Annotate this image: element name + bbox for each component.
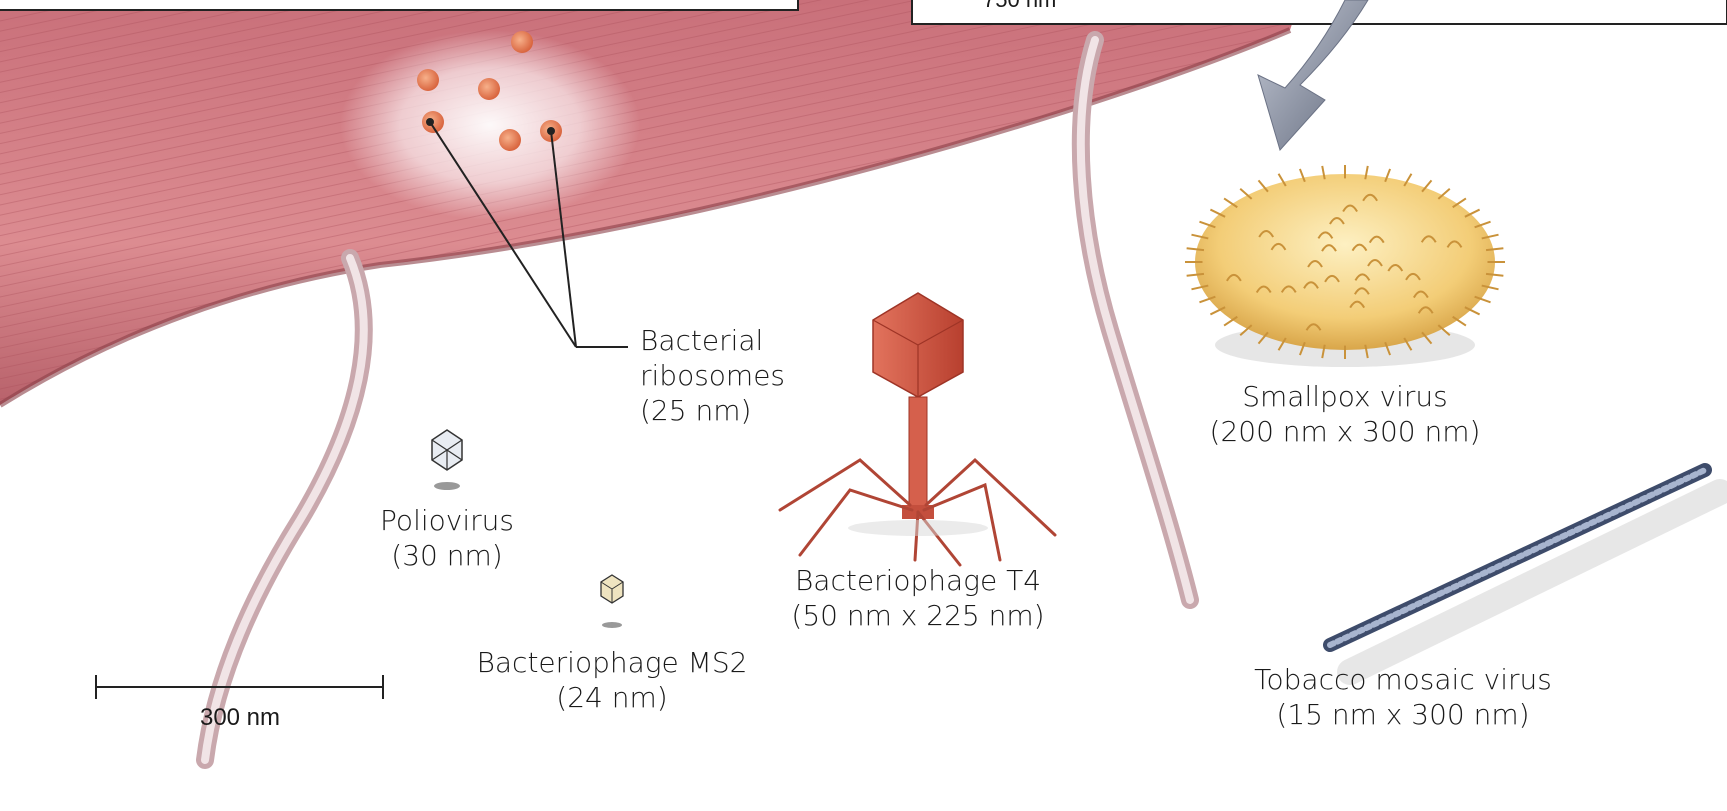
- label-poliovirus: Poliovirus (30 nm): [372, 503, 522, 573]
- ms2-icosahedron: [601, 575, 623, 628]
- poliovirus-icosahedron: [432, 430, 462, 490]
- scale-bar: [96, 675, 383, 699]
- label-smallpox-virus: Smallpox virus (200 nm x 300 nm): [1205, 379, 1485, 449]
- label-line: Tobacco mosaic virus: [1248, 662, 1558, 697]
- label-line: Bacterial: [640, 323, 785, 358]
- label-line: Bacteriophage T4: [788, 563, 1048, 598]
- label-line: (50 nm x 225 nm): [788, 598, 1048, 633]
- bacteriophage-t4: [780, 293, 1055, 565]
- tobacco-mosaic-virus: [1330, 470, 1720, 672]
- scale-bar-label: 300 nm: [150, 703, 330, 733]
- label-tobacco-mosaic-virus: Tobacco mosaic virus (15 nm x 300 nm): [1248, 662, 1558, 732]
- label-line: Poliovirus: [372, 503, 522, 538]
- smallpox-virus: [1185, 165, 1505, 367]
- top-box-fragment: 750 nm: [983, 0, 1056, 14]
- label-line: (15 nm x 300 nm): [1248, 697, 1558, 732]
- label-line: (25 nm): [640, 393, 785, 428]
- label-line: ribosomes: [640, 358, 785, 393]
- label-line: (24 nm): [472, 680, 752, 715]
- label-bacteriophage-t4: Bacteriophage T4 (50 nm x 225 nm): [788, 563, 1048, 633]
- label-bacteriophage-ms2: Bacteriophage MS2 (24 nm): [472, 645, 752, 715]
- label-bacterial-ribosomes: Bacterial ribosomes (25 nm): [640, 323, 785, 428]
- label-line: Smallpox virus: [1205, 379, 1485, 414]
- label-line: (200 nm x 300 nm): [1205, 414, 1485, 449]
- label-line: (30 nm): [372, 538, 522, 573]
- label-line: Bacteriophage MS2: [472, 645, 752, 680]
